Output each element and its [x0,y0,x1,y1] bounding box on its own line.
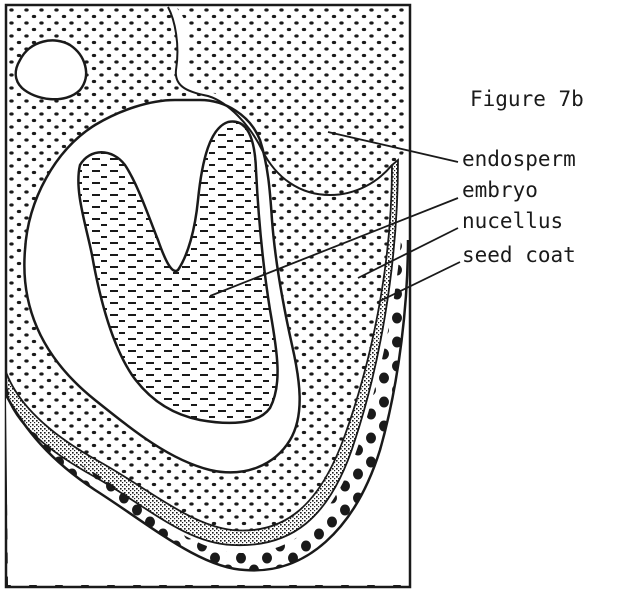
nucellus-label: nucellus [462,209,563,233]
figure-title: Figure 7b [470,87,584,111]
upper-left-cavity [16,40,86,99]
seed-coat-label: seed coat [462,243,576,267]
embryo-label: embryo [462,178,538,202]
endosperm-label: endosperm [462,147,576,171]
